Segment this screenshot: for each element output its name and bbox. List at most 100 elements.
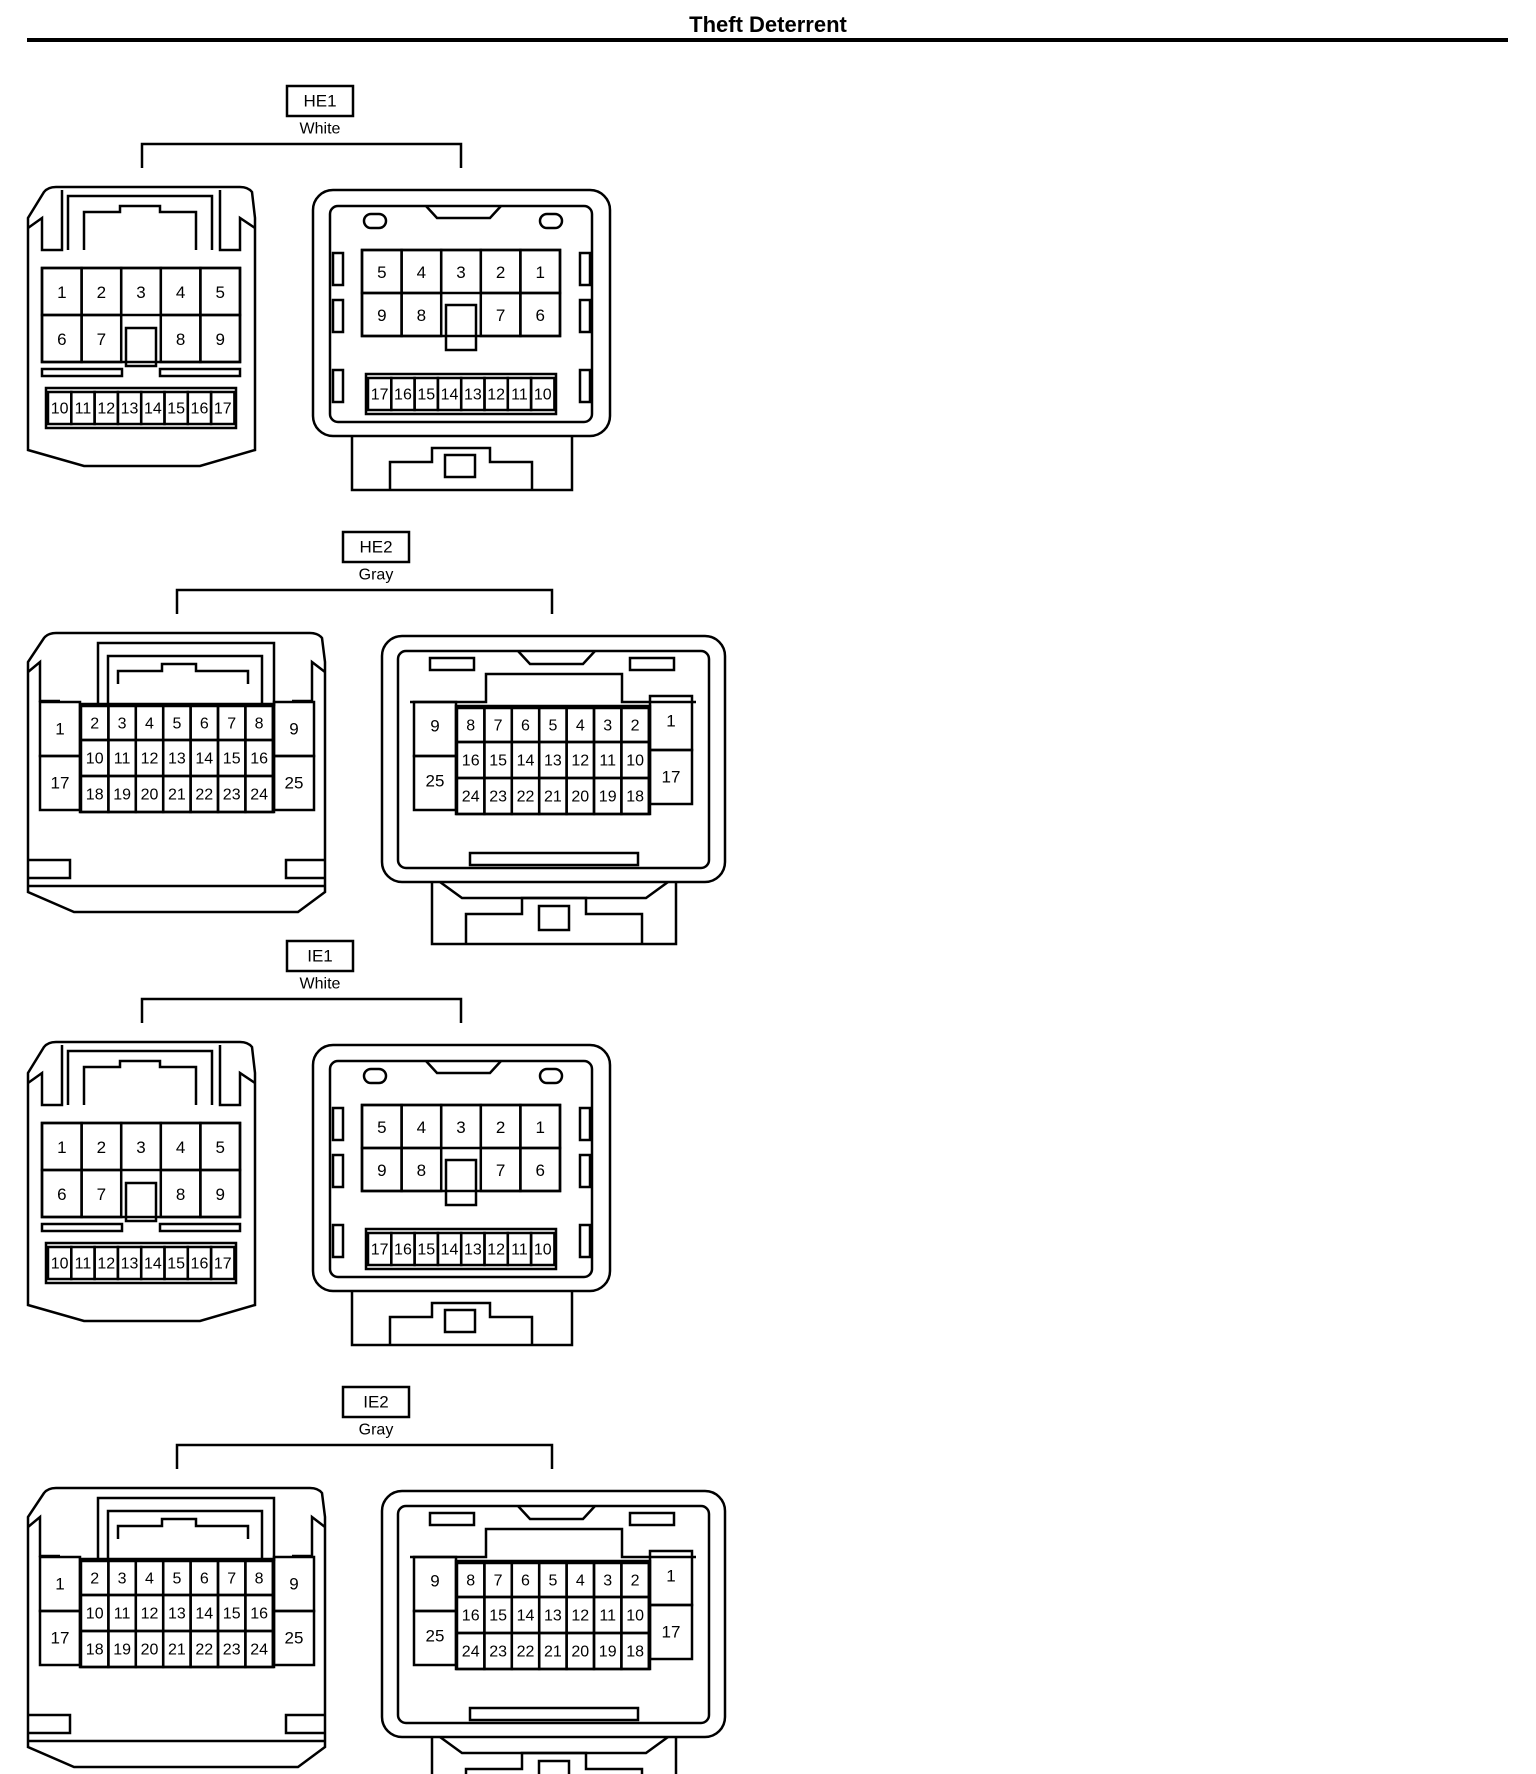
male-pin-label: 11 xyxy=(75,1256,92,1273)
side-rib xyxy=(331,368,345,404)
key-rail xyxy=(158,367,242,378)
male-pin-label: 15 xyxy=(167,401,185,418)
female-pin-label: 12 xyxy=(487,1242,505,1259)
female-pin-label: 10 xyxy=(626,753,644,770)
housing-inner xyxy=(328,204,594,424)
male-pin-label: 25 xyxy=(285,1629,304,1648)
female-pin-label: 17 xyxy=(371,387,389,404)
female-pin-label: 15 xyxy=(417,1242,435,1259)
latch xyxy=(443,1308,477,1334)
male-pin-label: 13 xyxy=(168,1606,186,1623)
key-rail xyxy=(40,367,124,378)
male-pin-label: 4 xyxy=(176,283,185,302)
guide-slot xyxy=(428,1511,476,1527)
housing-inner xyxy=(328,1059,594,1279)
side-rib xyxy=(578,251,592,287)
female-pin-label: 12 xyxy=(571,753,589,770)
female-cell xyxy=(529,1231,556,1267)
connector-tag-box xyxy=(285,939,355,973)
guide-slot xyxy=(362,212,388,230)
male-pin-label: 6 xyxy=(200,716,209,733)
female-pin-label: 1 xyxy=(535,1118,544,1137)
female-pin-label: 4 xyxy=(417,1118,426,1137)
male-pin-label: 14 xyxy=(144,1256,162,1273)
connector-bracket xyxy=(175,1443,554,1469)
male-pin-label: 10 xyxy=(51,401,69,418)
small-pin-frame xyxy=(364,1227,558,1271)
connector-bracket xyxy=(140,142,463,168)
male-pin-label: 16 xyxy=(191,401,209,418)
male-pin-label: 25 xyxy=(285,774,304,793)
connector-color: White xyxy=(300,121,341,138)
female-pin-label: 15 xyxy=(489,753,507,770)
male-pin-label: 5 xyxy=(215,1138,224,1157)
female-pin-label: 1 xyxy=(666,712,675,731)
male-pin-label: 1 xyxy=(57,1138,66,1157)
female-pin-label: 9 xyxy=(377,306,386,325)
female-pin-label: 11 xyxy=(599,753,616,770)
connector-bracket xyxy=(175,588,554,614)
female-pin-label: 2 xyxy=(496,263,505,282)
male-pin-label: 14 xyxy=(144,401,162,418)
male-cell xyxy=(244,1629,275,1669)
female-pin-label: 13 xyxy=(464,1242,482,1259)
connector-tag-box xyxy=(341,1385,411,1419)
male-pin-label: 9 xyxy=(289,1575,298,1594)
female-cell xyxy=(400,1146,443,1193)
female-cell xyxy=(620,776,651,816)
female-pin-label: 22 xyxy=(517,789,535,806)
connector-tag: HE1 xyxy=(303,92,336,111)
female-pin-label: 10 xyxy=(626,1608,644,1625)
male-pin-label: 7 xyxy=(227,1571,236,1588)
male-pin-label: 2 xyxy=(90,1571,99,1588)
housing-outer xyxy=(380,1489,727,1739)
female-cell xyxy=(620,1631,651,1671)
female-pin-label: 14 xyxy=(441,1242,459,1259)
male-pin-label: 3 xyxy=(136,1138,145,1157)
male-pin-label: 7 xyxy=(97,330,106,349)
male-cell xyxy=(199,1168,242,1219)
connector-tag-box xyxy=(285,84,355,118)
female-pin-label: 13 xyxy=(544,753,562,770)
female-pin-label: 11 xyxy=(511,1242,528,1259)
page-title: Theft Deterrent xyxy=(689,12,847,37)
female-pin-label: 2 xyxy=(631,718,640,735)
guide-slot xyxy=(538,212,564,230)
female-pin-label: 11 xyxy=(511,387,528,404)
male-pin-label: 12 xyxy=(97,1256,115,1273)
male-cell xyxy=(199,313,242,364)
lock-tab xyxy=(124,326,158,368)
male-pin-label: 8 xyxy=(176,1185,185,1204)
female-pin-label: 23 xyxy=(489,1644,507,1661)
male-pin-label: 14 xyxy=(195,1606,213,1623)
male-pin-label: 20 xyxy=(141,1642,159,1659)
latch xyxy=(537,904,571,932)
male-pin-label: 17 xyxy=(51,774,70,793)
male-pin-label: 7 xyxy=(97,1185,106,1204)
female-pin-label: 1 xyxy=(535,263,544,282)
female-pin-label: 17 xyxy=(371,1242,389,1259)
female-pin-label: 17 xyxy=(662,768,681,787)
female-pin-label: 9 xyxy=(430,1572,439,1591)
male-pin-label: 23 xyxy=(223,787,241,804)
female-pin-label: 3 xyxy=(456,1118,465,1137)
female-pin-label: 19 xyxy=(599,1644,617,1661)
lock-tab xyxy=(124,1181,158,1223)
connector-tag: IE2 xyxy=(363,1393,389,1412)
male-pin-label: 23 xyxy=(223,1642,241,1659)
female-pin-label: 6 xyxy=(535,1161,544,1180)
female-pin-label: 11 xyxy=(599,1608,616,1625)
male-pin-label: 18 xyxy=(86,787,104,804)
female-pin-label: 13 xyxy=(544,1608,562,1625)
female-cell xyxy=(519,291,562,338)
male-pin-label: 16 xyxy=(191,1256,209,1273)
male-pin-label: 3 xyxy=(118,716,127,733)
female-pin-label: 4 xyxy=(576,1573,585,1590)
male-pin-label: 16 xyxy=(250,751,268,768)
